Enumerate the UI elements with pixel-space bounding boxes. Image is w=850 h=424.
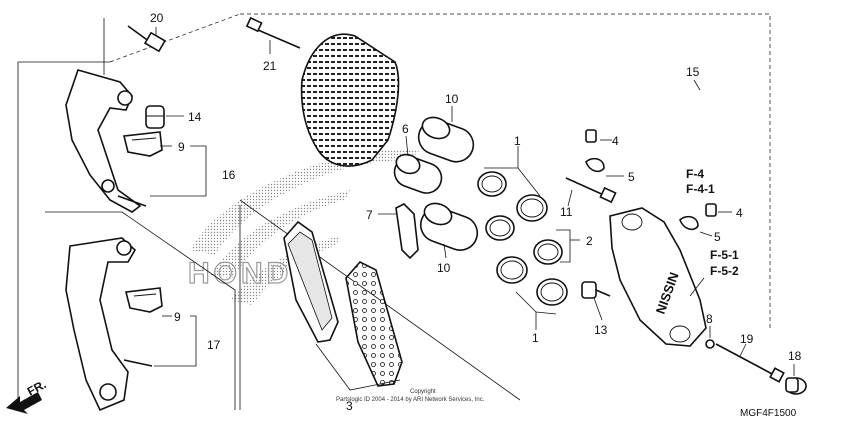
callout-19: 19 bbox=[740, 332, 754, 346]
callout-10-lower: 10 bbox=[437, 261, 451, 275]
callout-3: 3 bbox=[346, 399, 353, 413]
callout-13: 13 bbox=[594, 323, 608, 337]
seal-rings bbox=[477, 171, 568, 306]
pistons bbox=[393, 116, 479, 251]
reference-labels: F-4 F-4-1 F-5-1 F-5-2 bbox=[686, 167, 739, 278]
diagram-code: MGF4F1500 bbox=[740, 408, 797, 419]
caliper-cover bbox=[300, 33, 400, 167]
callout-1-upper: 1 bbox=[514, 134, 521, 148]
callout-11: 11 bbox=[560, 205, 573, 219]
copyright-line-1: Copyright bbox=[410, 389, 436, 395]
washer-8 bbox=[705, 339, 715, 349]
pad-clip-7 bbox=[395, 203, 419, 260]
pad-spring-9-lower bbox=[125, 287, 163, 313]
callout-2: 2 bbox=[586, 234, 593, 248]
callout-21: 21 bbox=[263, 59, 277, 73]
caliper-bracket-17 bbox=[65, 237, 153, 412]
callout-18: 18 bbox=[788, 349, 802, 363]
callout-6: 6 bbox=[402, 122, 409, 136]
pad-pin-11 bbox=[565, 177, 617, 204]
brake-pads-3 bbox=[283, 220, 403, 387]
callout-4-lower: 4 bbox=[736, 206, 743, 220]
front-direction-label: FR. bbox=[25, 377, 49, 398]
callout-5-lower: 5 bbox=[714, 230, 721, 244]
ref-f-4: F-4 bbox=[686, 167, 704, 181]
bolt-20 bbox=[127, 25, 167, 53]
pad-spring-9-upper bbox=[123, 131, 163, 157]
callout-10-upper: 10 bbox=[445, 92, 459, 106]
callout-numbers: 20 21 14 9 16 9 17 10 6 7 10 3 1 2 1 11 … bbox=[150, 11, 802, 413]
plug-18 bbox=[785, 377, 807, 395]
callout-17: 17 bbox=[207, 338, 221, 352]
copyright-line-2: Partslogic ID 2004 - 2014 by ARI Network… bbox=[336, 397, 485, 403]
ref-f-5-1: F-5-1 bbox=[710, 248, 739, 262]
fittings-4-5 bbox=[585, 129, 717, 231]
piston-10-lower bbox=[419, 202, 479, 251]
ref-f-4-1: F-4-1 bbox=[686, 182, 715, 196]
callout-15: 15 bbox=[686, 65, 700, 79]
bolt-21 bbox=[245, 16, 301, 49]
callout-8: 8 bbox=[706, 312, 713, 326]
ref-f-5-2: F-5-2 bbox=[710, 264, 739, 278]
caliper-bracket-16 bbox=[65, 69, 147, 213]
callout-16: 16 bbox=[222, 168, 236, 182]
callout-14: 14 bbox=[188, 110, 202, 124]
piston-6 bbox=[393, 153, 443, 194]
callout-4-upper: 4 bbox=[612, 134, 619, 148]
callout-9-upper: 9 bbox=[178, 140, 185, 154]
boot-14 bbox=[145, 105, 165, 129]
callout-7: 7 bbox=[366, 208, 373, 222]
bleeder-13 bbox=[581, 281, 611, 299]
callout-5-upper: 5 bbox=[628, 170, 635, 184]
caliper-body: NISSIN bbox=[609, 207, 707, 347]
callout-1-lower: 1 bbox=[532, 331, 539, 345]
piston-10-upper bbox=[417, 116, 475, 163]
copyright-notice: Copyright Partslogic ID 2004 - 2014 by A… bbox=[336, 389, 485, 403]
callout-20: 20 bbox=[150, 11, 164, 25]
leader-lines bbox=[150, 27, 795, 391]
pin-19 bbox=[715, 343, 785, 383]
callout-9-lower: 9 bbox=[174, 310, 181, 324]
front-direction-arrow: FR. bbox=[6, 377, 48, 414]
